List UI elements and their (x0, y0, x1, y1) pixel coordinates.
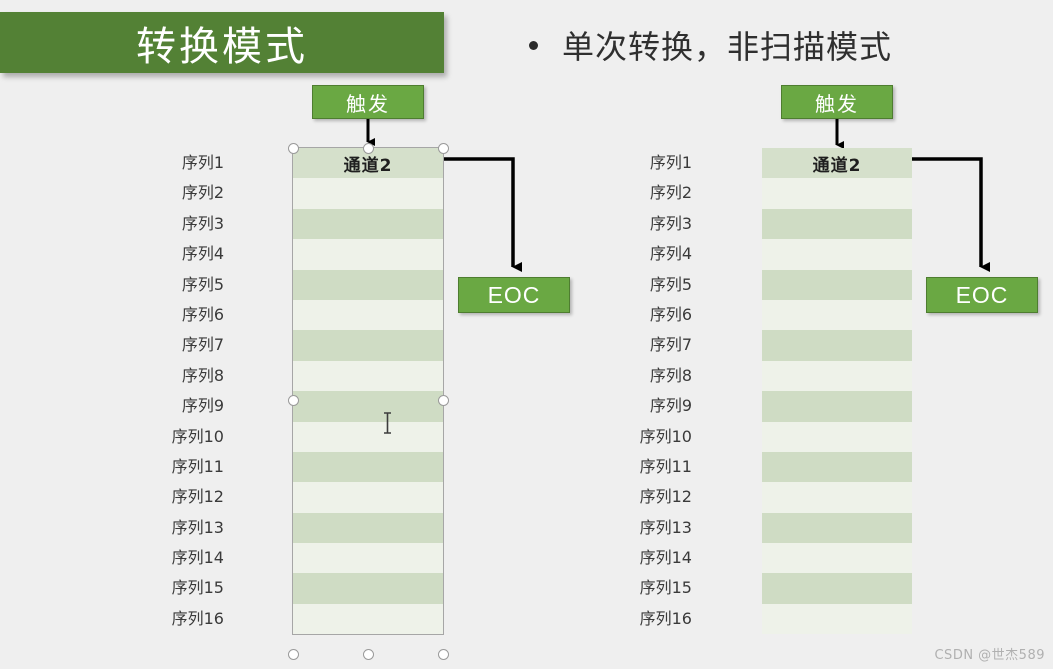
sequence-label: 序列6 (181, 304, 224, 324)
sequence-label: 序列3 (649, 213, 692, 233)
sequence-label-column-left: 序列1 序列2 序列3 序列4 序列5 序列6 序列7 序列8 序列9 序列10… (150, 148, 224, 634)
table-row[interactable] (762, 482, 912, 513)
sequence-label: 序列10 (639, 426, 692, 446)
selection-handle-top-left[interactable] (287, 142, 299, 154)
sequence-label: 序列8 (649, 365, 692, 385)
sequence-label: 序列16 (639, 608, 692, 628)
table-row[interactable] (293, 451, 443, 483)
sequence-label: 序列14 (639, 548, 692, 568)
selection-handle-middle-right[interactable] (437, 394, 449, 406)
sequence-label: 序列11 (639, 456, 692, 476)
sequence-label: 序列4 (649, 244, 692, 264)
selection-handle-middle-left[interactable] (287, 394, 299, 406)
table-row[interactable] (762, 269, 912, 300)
sequence-label: 序列4 (181, 244, 224, 264)
channel-table-right[interactable]: 通道2 (762, 148, 912, 635)
sequence-label: 序列9 (649, 396, 692, 416)
table-row[interactable] (762, 573, 912, 604)
channel-table-header[interactable]: 通道2 (762, 148, 912, 179)
sequence-label: 序列12 (171, 487, 224, 507)
table-row[interactable] (293, 573, 443, 604)
sequence-label: 序列14 (171, 548, 224, 568)
table-row[interactable] (293, 421, 443, 452)
text-cursor-ibeam (384, 412, 391, 434)
table-row[interactable] (293, 330, 443, 361)
sequence-label: 序列11 (171, 456, 224, 476)
table-row[interactable] (762, 208, 912, 240)
table-row[interactable] (293, 178, 443, 209)
selection-handle-bottom-center[interactable] (362, 648, 374, 660)
table-row[interactable] (762, 360, 912, 392)
table-row[interactable] (762, 451, 912, 483)
sequence-label: 序列1 (649, 153, 692, 172)
page-title: 转换模式 (136, 23, 308, 70)
trigger-box-left[interactable]: 触发 (312, 85, 424, 119)
selection-handle-bottom-left[interactable] (287, 648, 299, 660)
sequence-label: 序列5 (181, 274, 224, 294)
trigger-label: 触发 (346, 91, 390, 116)
trigger-label: 触发 (815, 91, 859, 116)
cutoff-text-strip (0, 663, 1053, 669)
sequence-label: 序列16 (171, 608, 224, 628)
sequence-label: 序列9 (181, 396, 224, 416)
sequence-label: 序列8 (181, 365, 224, 385)
eoc-label: EOC (955, 281, 1009, 308)
table-row[interactable] (762, 543, 912, 574)
sequence-label: 序列10 (171, 426, 224, 446)
sequence-label: 序列12 (639, 487, 692, 507)
sequence-label: 序列15 (171, 578, 224, 598)
table-row[interactable] (762, 239, 912, 270)
table-row[interactable] (762, 299, 912, 331)
table-row[interactable] (293, 482, 443, 513)
sequence-label: 序列7 (649, 335, 692, 355)
table-row[interactable] (293, 603, 443, 635)
sequence-label: 序列3 (181, 213, 224, 233)
bullet-dot-icon (529, 40, 538, 50)
bullet-text: 单次转换，非扫描模式 (562, 28, 893, 66)
sequence-label: 序列2 (181, 183, 224, 203)
eoc-box-left[interactable]: EOC (458, 277, 570, 313)
table-row[interactable] (762, 178, 912, 209)
eoc-label: EOC (487, 281, 541, 308)
table-row[interactable] (293, 543, 443, 574)
sequence-label: 序列1 (181, 153, 224, 172)
channel-table-left[interactable]: 通道2 (292, 146, 444, 636)
sequence-label: 序列15 (639, 578, 692, 598)
table-row[interactable] (762, 330, 912, 361)
sequence-label: 序列7 (181, 335, 224, 355)
sequence-label: 序列6 (649, 304, 692, 324)
sequence-label-column-right: 序列1 序列2 序列3 序列4 序列5 序列6 序列7 序列8 序列9 序列10… (618, 148, 692, 634)
title-banner: 转换模式 (0, 12, 444, 73)
sequence-label: 序列5 (649, 274, 692, 294)
table-row[interactable] (293, 269, 443, 300)
sequence-label: 序列13 (639, 517, 692, 537)
table-row[interactable] (762, 512, 912, 544)
table-row[interactable] (293, 391, 443, 422)
table-row[interactable] (293, 360, 443, 392)
bullet-line: 单次转换，非扫描模式 (529, 22, 892, 68)
selection-handle-top-center[interactable] (362, 142, 374, 154)
table-row[interactable] (762, 421, 912, 452)
table-row[interactable] (293, 299, 443, 331)
selection-handle-top-right[interactable] (437, 142, 449, 154)
trigger-box-right[interactable]: 触发 (781, 85, 893, 119)
channel-header-label: 通道2 (812, 155, 862, 176)
table-row[interactable] (293, 208, 443, 240)
table-row[interactable] (762, 603, 912, 635)
sequence-label: 序列2 (649, 183, 692, 203)
watermark: CSDN @世杰589 (934, 648, 1045, 663)
eoc-box-right[interactable]: EOC (926, 277, 1038, 313)
sequence-label: 序列13 (171, 517, 224, 537)
table-row[interactable] (762, 391, 912, 422)
table-row[interactable] (293, 239, 443, 270)
selection-handle-bottom-right[interactable] (437, 648, 449, 660)
channel-header-label: 通道2 (343, 155, 393, 176)
table-row[interactable] (293, 512, 443, 544)
